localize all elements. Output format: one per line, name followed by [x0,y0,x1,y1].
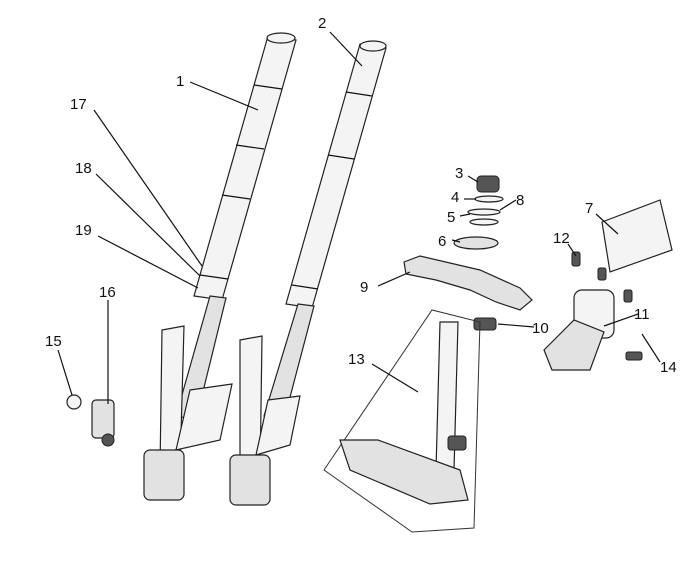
bolt [571,251,581,267]
leader-lines [57,31,661,404]
left-fork-tube [143,32,297,501]
callout-1: 1 [176,73,184,90]
right-fork-tube [229,40,387,506]
callout-13: 13 [348,351,365,368]
lower-triple-clamp [339,321,469,505]
brake-line-clip [66,394,115,447]
callout-12: 12 [553,230,570,247]
callout-9: 9 [360,279,368,296]
bearing [473,317,497,331]
callout-19: 19 [75,222,92,239]
handlebar-clamp [601,199,673,273]
callout-15: 15 [45,333,62,350]
callout-6: 6 [438,233,446,250]
callout-3: 3 [455,165,463,182]
callout-4: 4 [451,189,459,206]
callout-16: 16 [99,284,116,301]
callout-11: 11 [634,306,650,323]
callout-7: 7 [585,200,593,217]
callout-14: 14 [660,359,677,376]
top-triple-clamp [403,255,533,311]
callout-17: 17 [70,96,87,113]
stem-outline [323,309,481,533]
steering-nut-stack [453,175,504,250]
callout-5: 5 [447,209,455,226]
callout-18: 18 [75,160,92,177]
bolt [597,267,607,281]
callout-10: 10 [532,320,549,337]
callout-2: 2 [318,15,326,32]
callout-8: 8 [516,192,524,209]
bolt [623,289,633,303]
